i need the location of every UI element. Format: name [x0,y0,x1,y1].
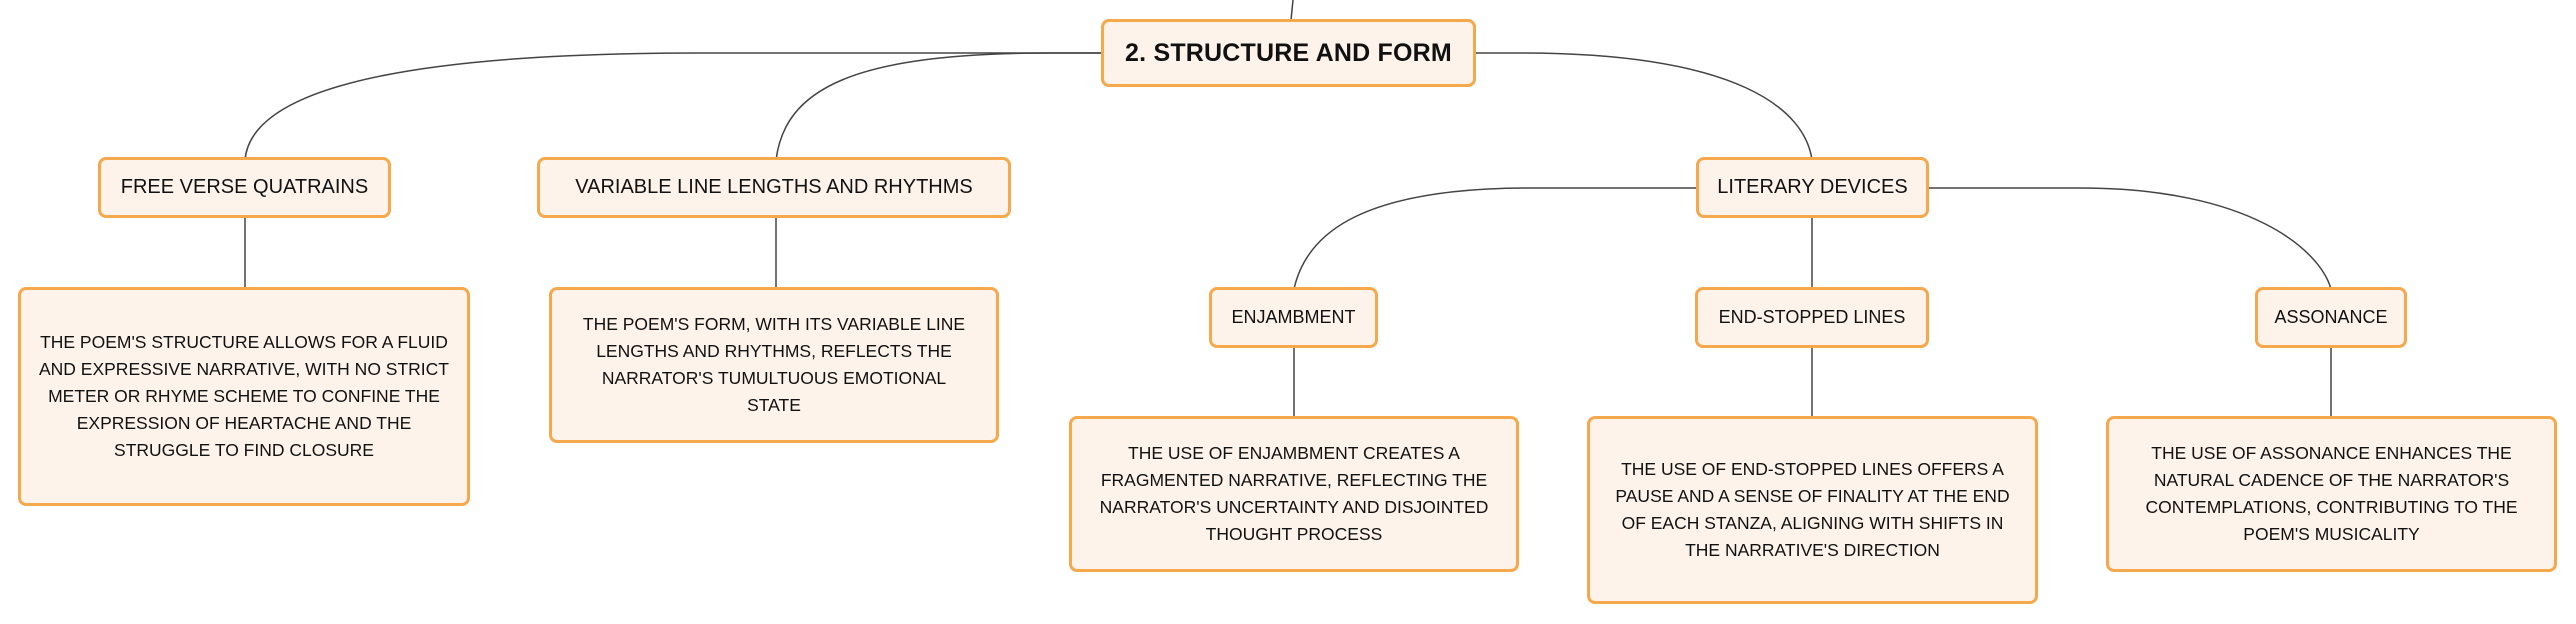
desc-text: THE USE OF ENJAMBMENT CREATES A FRAGMENT… [1099,443,1489,544]
node-label: LITERARY DEVICES [1717,176,1908,198]
connector-root-to-free-verse [244,52,1103,161]
desc-variable-line-lengths[interactable]: THE POEM'S FORM, WITH ITS VARIABLE LINE … [549,287,999,443]
desc-end-stopped-lines[interactable]: THE USE OF END-STOPPED LINES OFFERS A PA… [1587,416,2038,604]
connector-parent-to-root [1290,0,1294,21]
desc-text: THE POEM'S STRUCTURE ALLOWS FOR A FLUID … [38,332,449,460]
node-assonance[interactable]: ASSONANCE [2255,287,2407,348]
connector-devices-to-assonance [1927,187,2332,290]
node-variable-line-lengths[interactable]: VARIABLE LINE LENGTHS AND RHYTHMS [537,157,1011,218]
connector-root-to-variable-lines [775,52,1103,161]
node-label: FREE VERSE QUATRAINS [120,176,369,198]
connector-root-to-literary-devices [1475,52,1813,161]
desc-text: THE USE OF ASSONANCE ENHANCES THE NATURA… [2145,443,2518,544]
node-end-stopped-lines[interactable]: END-STOPPED LINES [1695,287,1929,348]
root-node[interactable]: 2. STRUCTURE AND FORM [1101,19,1476,87]
node-label: VARIABLE LINE LENGTHS AND RHYTHMS [575,176,973,198]
desc-enjambment[interactable]: THE USE OF ENJAMBMENT CREATES A FRAGMENT… [1069,416,1519,572]
node-label: ASSONANCE [2274,307,2388,327]
desc-text: THE USE OF END-STOPPED LINES OFFERS A PA… [1615,459,2010,560]
node-label: ENJAMBMENT [1231,307,1356,327]
connector-devices-to-enjambment [1293,187,1697,290]
desc-free-verse-quatrains[interactable]: THE POEM'S STRUCTURE ALLOWS FOR A FLUID … [18,287,470,506]
node-label: END-STOPPED LINES [1718,307,1906,327]
root-label: 2. STRUCTURE AND FORM [1125,38,1452,67]
desc-assonance[interactable]: THE USE OF ASSONANCE ENHANCES THE NATURA… [2106,416,2557,572]
node-enjambment[interactable]: ENJAMBMENT [1209,287,1378,348]
node-literary-devices[interactable]: LITERARY DEVICES [1696,157,1929,218]
desc-text: THE POEM'S FORM, WITH ITS VARIABLE LINE … [582,314,966,415]
node-free-verse-quatrains[interactable]: FREE VERSE QUATRAINS [98,157,391,218]
